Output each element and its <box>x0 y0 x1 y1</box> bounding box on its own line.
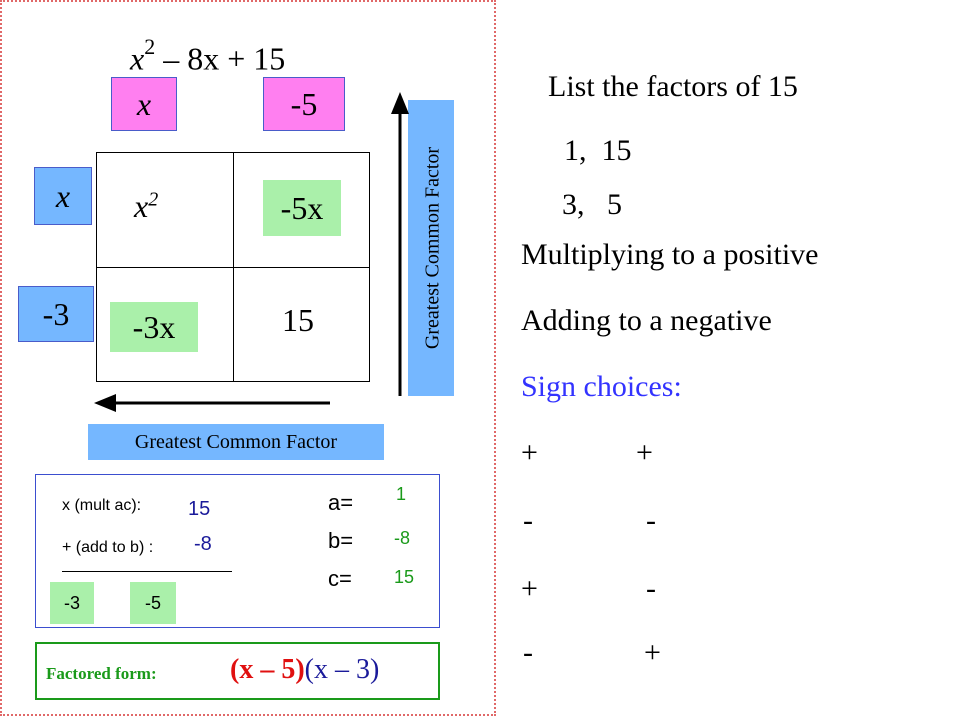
side-factor-neg3: -3 <box>18 286 94 342</box>
factored-form-label: Factored form: <box>46 664 157 683</box>
sign-row-3-second: - <box>646 572 656 605</box>
mult-value: 15 <box>188 498 211 520</box>
cell-x-exponent: 2 <box>148 188 159 211</box>
factor-box-neg5: -5 <box>130 582 176 624</box>
left-arrow-icon <box>94 394 330 412</box>
grid-cell-x-squared: x2 <box>134 188 158 225</box>
coef-label-a: a= <box>328 490 354 515</box>
coef-value-a: 1 <box>396 484 407 504</box>
gcf-side-label-box: Greatest Common Factor <box>408 100 454 396</box>
coef-value-c: 15 <box>394 567 415 587</box>
sign-row-1-first: + <box>521 436 538 469</box>
up-arrow-icon <box>391 92 409 396</box>
factor-part-2: (x – 3) <box>304 654 380 685</box>
sign-row-1-second: + <box>636 436 653 469</box>
top-factor-x: x <box>111 77 177 131</box>
coef-label-c: c= <box>328 566 352 591</box>
sign-choices-title: Sign choices: <box>521 370 682 403</box>
grid-hline <box>97 267 369 268</box>
factored-form-box <box>35 642 440 700</box>
mult-label: x (mult ac): <box>62 497 142 514</box>
grid-cell-neg5x: -5x <box>263 180 341 236</box>
coef-value-b: -8 <box>394 528 411 548</box>
factored-form-result: (x – 5)(x – 3) <box>230 654 379 686</box>
sign-row-2-first: - <box>523 504 533 537</box>
sign-row-2-second: - <box>646 504 656 537</box>
expression-rest: – 8x + 15 <box>155 40 286 77</box>
expression-variable: x <box>130 40 145 77</box>
factor-part-1: (x – 5) <box>230 654 305 685</box>
gcf-bottom-label: Greatest Common Factor <box>88 424 384 460</box>
factor-box-neg3: -3 <box>50 582 94 624</box>
work-area-frame <box>0 0 496 716</box>
helper-box <box>35 474 440 628</box>
add-value: -8 <box>194 533 212 555</box>
expression-title: x2 – 8x + 15 <box>130 34 286 78</box>
coef-label-b: b= <box>328 528 354 553</box>
sign-row-3-first: + <box>521 572 538 605</box>
add-label: + (add to b) : <box>62 539 154 556</box>
grid-cell-neg3x: -3x <box>110 302 198 352</box>
multiplying-note: Multiplying to a positive <box>521 238 819 271</box>
area-grid <box>96 152 370 382</box>
top-factor-neg5: -5 <box>263 77 345 131</box>
cell-neg3x-text: -3x <box>132 308 176 345</box>
adding-note: Adding to a negative <box>521 304 772 337</box>
gcf-side-label: Greatest Common Factor <box>421 146 444 350</box>
helper-divider <box>62 571 232 572</box>
grid-cell-15: 15 <box>282 302 314 338</box>
cell-neg5x-text: -5x <box>280 189 324 226</box>
factor-pair-1: 1, 15 <box>564 134 632 167</box>
factor-pair-2: 3, 5 <box>562 188 622 221</box>
sign-row-4-second: + <box>644 636 661 669</box>
cell-x-base: x <box>134 188 149 224</box>
expression-exponent: 2 <box>144 34 156 59</box>
side-factor-x: x <box>34 167 92 225</box>
sign-row-4-first: - <box>523 636 533 669</box>
factors-heading: List the factors of 15 <box>548 70 798 103</box>
